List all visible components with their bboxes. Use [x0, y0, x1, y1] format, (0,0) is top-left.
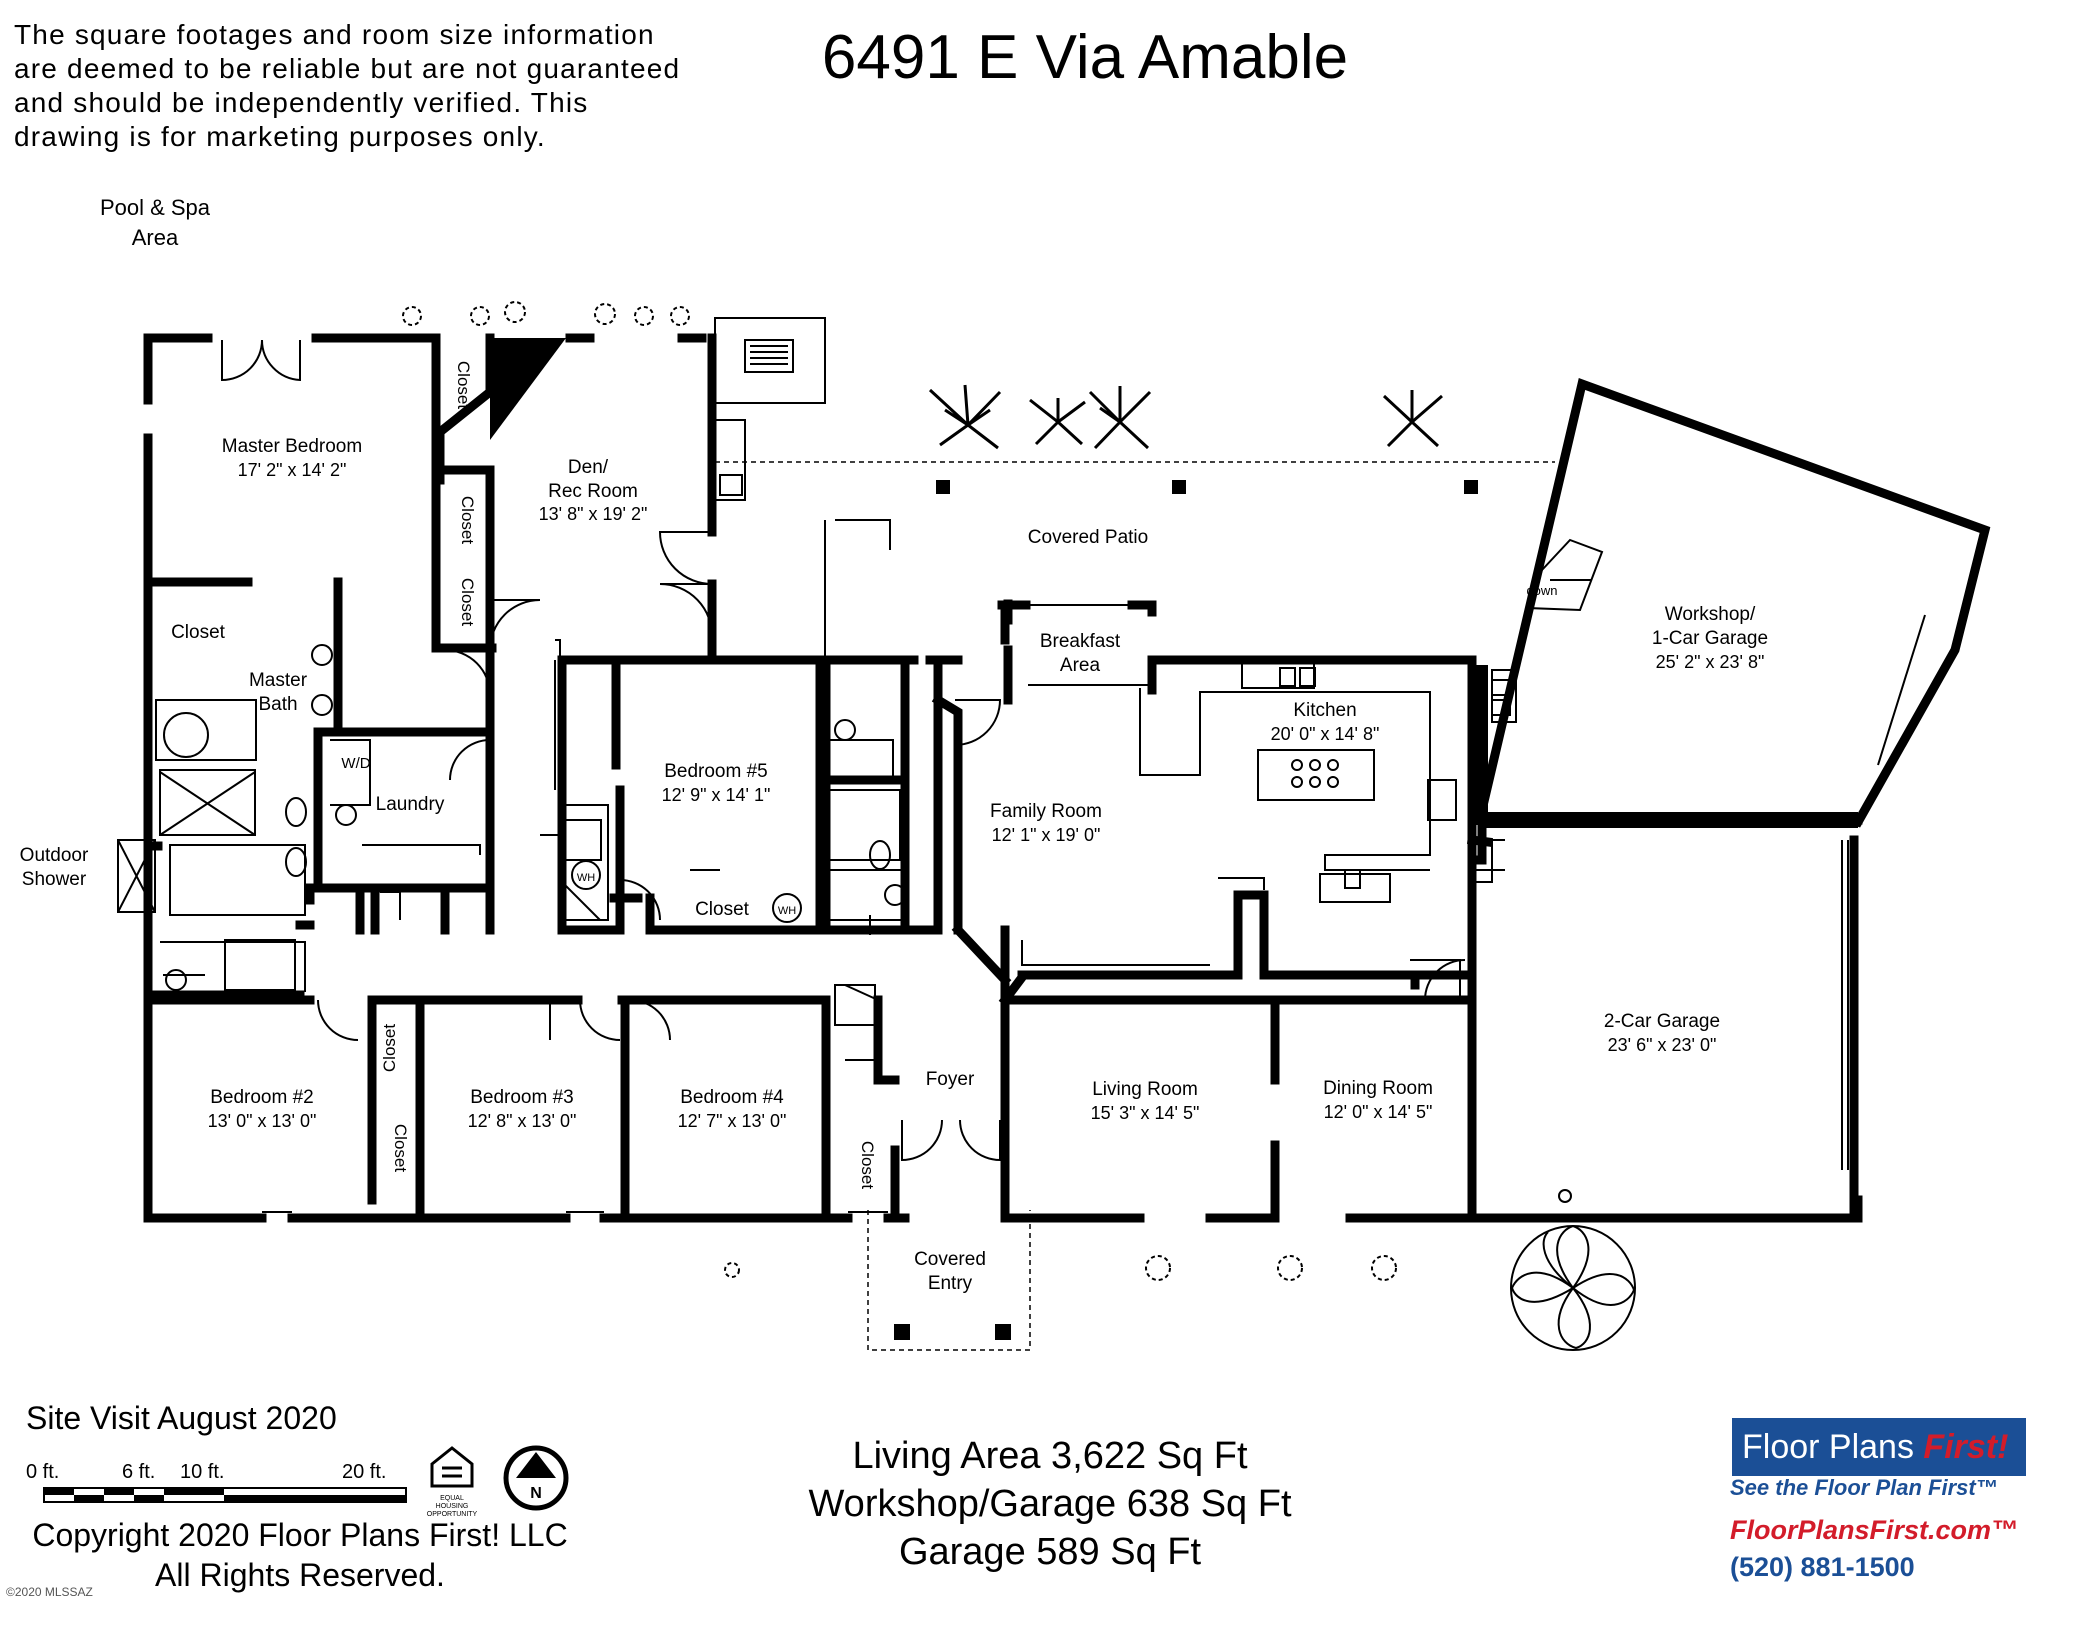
- bedroom5-label: Bedroom #5: [664, 761, 768, 782]
- workshop-garage-area-text: Workshop/Garage 638 Sq Ft: [808, 1483, 1292, 1525]
- copyright-text: Copyright 2020 Floor Plans First! LLC Al…: [20, 1515, 580, 1595]
- closet-label: Closet: [171, 622, 226, 643]
- covered-entry-label-line1: Covered: [914, 1249, 986, 1270]
- site-visit-text: Site Visit August 2020: [26, 1400, 337, 1436]
- outdoor-shower-label-line2: Shower: [22, 869, 87, 890]
- bedroom4-size: 12' 7" x 13' 0": [678, 1111, 787, 1131]
- water-heater-label: WH: [778, 905, 796, 917]
- wd-label: W/D: [341, 755, 370, 772]
- north-compass-icon: N: [503, 1445, 569, 1511]
- master-bedroom-size: 17' 2" x 14' 2": [238, 460, 347, 480]
- living-area-text: Living Area 3,622 Sq Ft: [852, 1435, 1248, 1477]
- closet-label: Closet: [380, 1024, 399, 1072]
- brand-tagline: See the Floor Plan First™: [1730, 1475, 1998, 1500]
- foyer-label: Foyer: [926, 1069, 975, 1090]
- dashed-outlines: [715, 461, 1555, 1351]
- family-room-label: Family Room: [990, 801, 1102, 822]
- living-room-size: 15' 3" x 14' 5": [1091, 1103, 1200, 1123]
- palm-trees: [928, 384, 1443, 450]
- brand-name-a: Floor Plans: [1742, 1428, 1914, 1466]
- workshop-label-line2: 1-Car Garage: [1652, 628, 1768, 649]
- breakfast-label-line1: Breakfast: [1040, 631, 1121, 652]
- down-label: down: [1526, 583, 1557, 598]
- scale-tick-6: 6 ft.: [122, 1461, 155, 1483]
- equal-housing-logo: [430, 1446, 474, 1488]
- plumbing-fixtures: [163, 538, 1604, 1203]
- pool-label-line1: Pool & Spa: [100, 195, 211, 220]
- garage-separator-walls: [1472, 665, 1858, 828]
- eho-line2: HOUSING: [436, 1503, 469, 1510]
- covered-entry-label-line2: Entry: [928, 1273, 973, 1294]
- laundry-label: Laundry: [376, 794, 445, 815]
- kitchen-size: 20' 0" x 14' 8": [1271, 724, 1380, 744]
- area-summary: Living Area 3,622 Sq Ft Workshop/Garage …: [740, 1432, 1360, 1576]
- scale-tick-10: 10 ft.: [180, 1461, 224, 1483]
- family-room-size: 12' 1" x 19' 0": [992, 825, 1101, 845]
- den-label-line1: Den/: [568, 457, 609, 478]
- master-bath-label-line2: Bath: [258, 694, 297, 715]
- bedroom2-label: Bedroom #2: [210, 1087, 314, 1108]
- eho-line1: EQUAL: [440, 1495, 464, 1502]
- living-room-label: Living Room: [1092, 1079, 1198, 1100]
- water-heater-label: WH: [577, 872, 595, 884]
- breakfast-label-line2: Area: [1060, 655, 1101, 676]
- scale-tick-0: 0 ft.: [26, 1461, 59, 1483]
- garage-area-text: Garage 589 Sq Ft: [898, 1531, 1202, 1573]
- kitchen-label: Kitchen: [1293, 700, 1356, 721]
- garage2-size: 23' 6" x 23' 0": [1608, 1035, 1717, 1055]
- workshop-label-line1: Workshop/: [1665, 604, 1756, 625]
- bedroom3-label: Bedroom #3: [470, 1087, 574, 1108]
- dining-room-label: Dining Room: [1323, 1078, 1433, 1099]
- closet-label: Closet: [391, 1124, 410, 1172]
- closet-label: Closet: [458, 578, 477, 626]
- brand-phone: (520) 881-1500: [1730, 1552, 1915, 1582]
- scale-bar: 0 ft. 6 ft. 10 ft. 20 ft.: [26, 1461, 407, 1503]
- pool-label-line2: Area: [132, 225, 179, 250]
- closet-label: Closet: [858, 1141, 877, 1189]
- disclaimer-text: The square footages and room size inform…: [14, 19, 681, 152]
- den-size: 13' 8" x 19' 2": [539, 504, 648, 524]
- copyright-line2: All Rights Reserved.: [155, 1557, 445, 1593]
- closet-label: Closet: [695, 899, 750, 920]
- eho-line3: OPPORTUNITY: [427, 1511, 478, 1518]
- scale-tick-20: 20 ft.: [342, 1461, 386, 1483]
- brand-logo: Floor Plans First!: [1732, 1418, 2026, 1476]
- room-labels: Pool & Spa Area Master Bedroom 17' 2" x …: [20, 195, 1768, 1294]
- landscaping: [402, 301, 1636, 1351]
- outdoor-shower-label-line1: Outdoor: [20, 845, 89, 866]
- covered-patio-label: Covered Patio: [1028, 527, 1148, 548]
- bedroom5-size: 12' 9" x 14' 1": [662, 785, 771, 805]
- bedroom2-size: 13' 0" x 13' 0": [208, 1111, 317, 1131]
- bedroom4-label: Bedroom #4: [680, 1087, 784, 1108]
- equal-housing-text: EQUAL HOUSING OPPORTUNITY: [427, 1495, 478, 1518]
- master-bath-label-line1: Master: [249, 670, 308, 691]
- copyright-line1: Copyright 2020 Floor Plans First! LLC: [32, 1517, 568, 1553]
- dining-room-size: 12' 0" x 14' 5": [1324, 1102, 1433, 1122]
- master-bedroom-label: Master Bedroom: [222, 436, 362, 457]
- garage2-label: 2-Car Garage: [1604, 1011, 1720, 1032]
- closet-label: Closet: [458, 496, 477, 544]
- patio-posts: [490, 338, 1478, 1340]
- bedroom3-size: 12' 8" x 13' 0": [468, 1111, 577, 1131]
- brand-url[interactable]: FloorPlansFirst.com™: [1730, 1515, 2019, 1545]
- page-title: 6491 E Via Amable: [821, 23, 1349, 92]
- exterior-and-interior-walls: [143, 333, 1991, 1223]
- mls-mark: ©2020 MLSSAZ: [6, 1585, 93, 1599]
- den-label-line2: Rec Room: [548, 481, 638, 502]
- windows: [262, 437, 1926, 1213]
- brand-name-b: First!: [1923, 1428, 2009, 1466]
- door-swings: [221, 339, 1466, 1162]
- compass-n-label: N: [530, 1485, 542, 1502]
- closet-label: Closet: [454, 361, 473, 409]
- workshop-size: 25' 2" x 23' 8": [1656, 652, 1765, 672]
